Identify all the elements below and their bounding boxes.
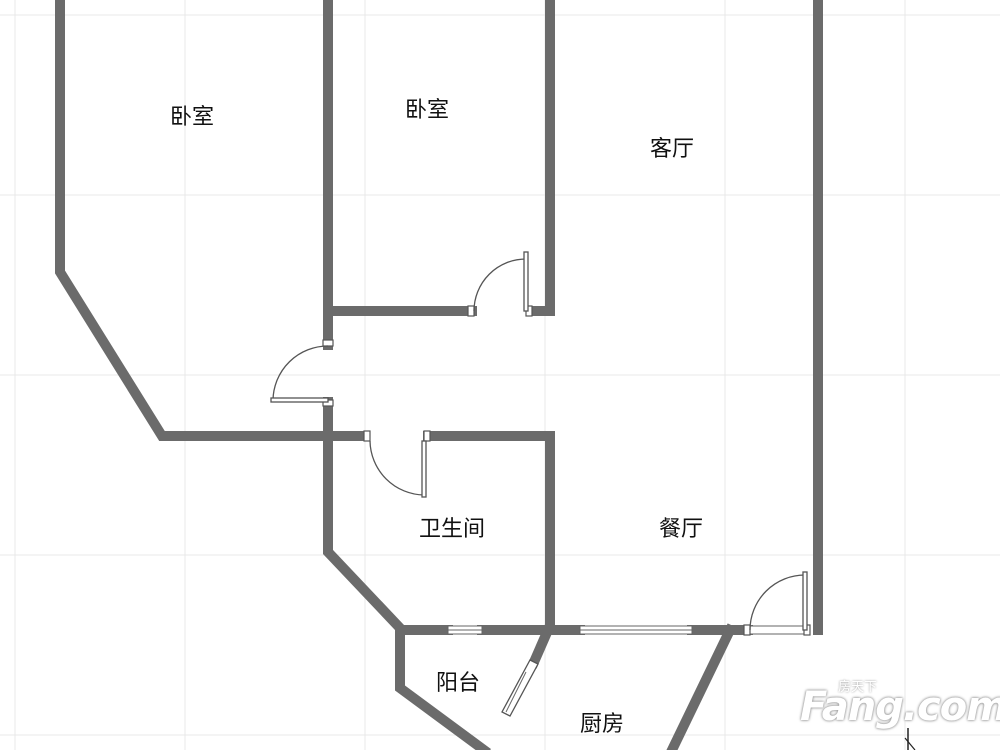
walls bbox=[55, 0, 823, 750]
door-entrance bbox=[743, 571, 811, 636]
fang-watermark: 房天下 Fang.com bbox=[800, 676, 1000, 736]
room-label-bedroom-middle: 卧室 bbox=[405, 98, 450, 123]
room-label-bathroom: 卫生间 bbox=[419, 517, 486, 542]
room-label-living-room: 客厅 bbox=[650, 137, 695, 162]
room-label-bedroom-left: 卧室 bbox=[170, 105, 215, 130]
doors bbox=[270, 251, 811, 717]
door-left-bedroom bbox=[270, 339, 334, 407]
windows bbox=[447, 625, 811, 635]
wall-middle-bedroom-right bbox=[527, 0, 555, 316]
wall-kitchen-right bbox=[666, 623, 737, 750]
room-label-kitchen: 厨房 bbox=[580, 712, 625, 737]
door-balcony-slide bbox=[501, 659, 539, 717]
room-label-balcony: 阳台 bbox=[436, 671, 481, 696]
corner-marker bbox=[904, 728, 916, 750]
wall-bathroom-left bbox=[323, 431, 408, 636]
watermark-brand: Fang.com bbox=[800, 684, 1000, 730]
wall-balcony-left bbox=[395, 625, 491, 750]
watermark-brand-cn: 房天下 bbox=[838, 680, 878, 695]
wall-left-bedroom bbox=[55, 0, 333, 441]
door-bathroom bbox=[363, 430, 431, 498]
wall-bathroom-top-right bbox=[423, 431, 555, 633]
door-middle-bedroom bbox=[467, 251, 533, 317]
room-label-dining-room: 餐厅 bbox=[659, 517, 704, 542]
wall-balcony-divider bbox=[527, 623, 555, 669]
